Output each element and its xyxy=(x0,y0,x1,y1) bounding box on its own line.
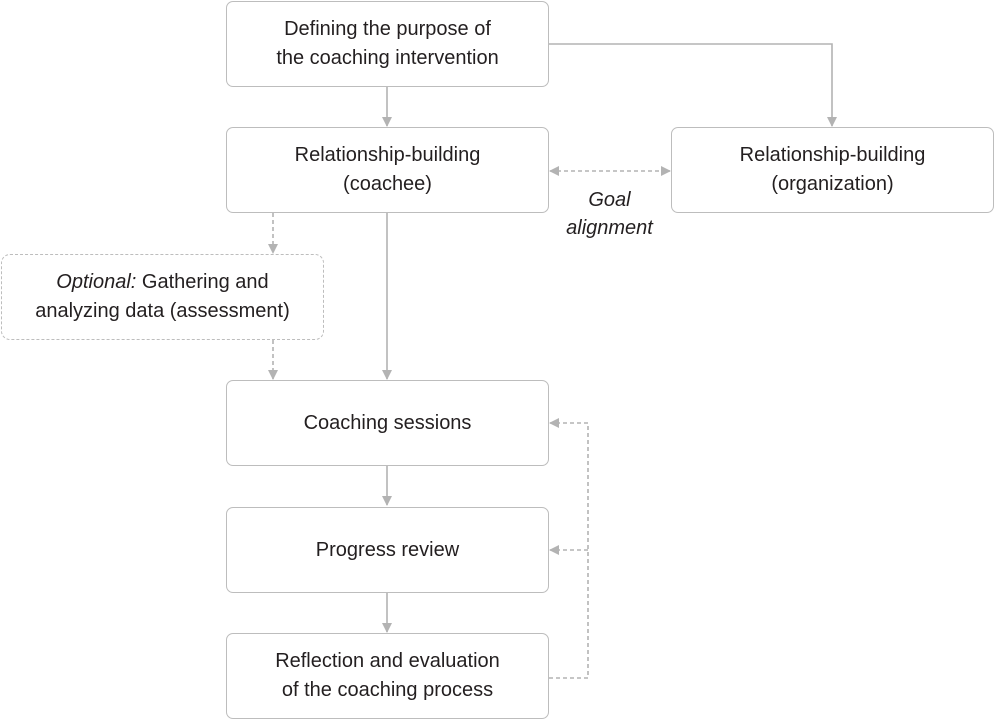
node-text: (coachee) xyxy=(343,173,432,195)
node-defining-purpose: Defining the purpose of the coaching int… xyxy=(226,1,549,87)
node-coaching-sessions: Coaching sessions xyxy=(226,380,549,466)
node-text: analyzing data (assessment) xyxy=(35,300,290,322)
goal-alignment-label: Goal alignment xyxy=(549,186,670,242)
feedback-loop-line xyxy=(549,423,589,679)
optional-text: Gathering and xyxy=(136,271,269,293)
optional-prefix: Optional: xyxy=(56,271,137,293)
arrow-purpose-to-organization xyxy=(548,43,837,127)
node-text: Defining the purpose of xyxy=(284,18,491,40)
node-text: Progress review xyxy=(315,538,460,561)
goal-alignment-text: Goal xyxy=(588,189,631,211)
node-text: of the coaching process xyxy=(281,679,494,701)
node-text: Relationship-building xyxy=(294,144,481,166)
node-text: the coaching intervention xyxy=(276,47,499,69)
node-progress-review: Progress review xyxy=(226,507,549,593)
node-text: Coaching sessions xyxy=(303,411,472,434)
node-relationship-coachee: Relationship-building (coachee) xyxy=(226,127,549,213)
node-text: (organization) xyxy=(771,173,894,195)
node-text-line: Optional: Gathering and xyxy=(56,268,268,297)
goal-alignment-text: alignment xyxy=(566,217,653,239)
node-relationship-organization: Relationship-building (organization) xyxy=(671,127,994,213)
node-optional-assessment: Optional: Gathering and analyzing data (… xyxy=(1,254,324,340)
node-reflection-evaluation: Reflection and evaluation of the coachin… xyxy=(226,633,549,719)
node-text: Relationship-building xyxy=(739,144,926,166)
node-text: Reflection and evaluation xyxy=(275,650,500,672)
